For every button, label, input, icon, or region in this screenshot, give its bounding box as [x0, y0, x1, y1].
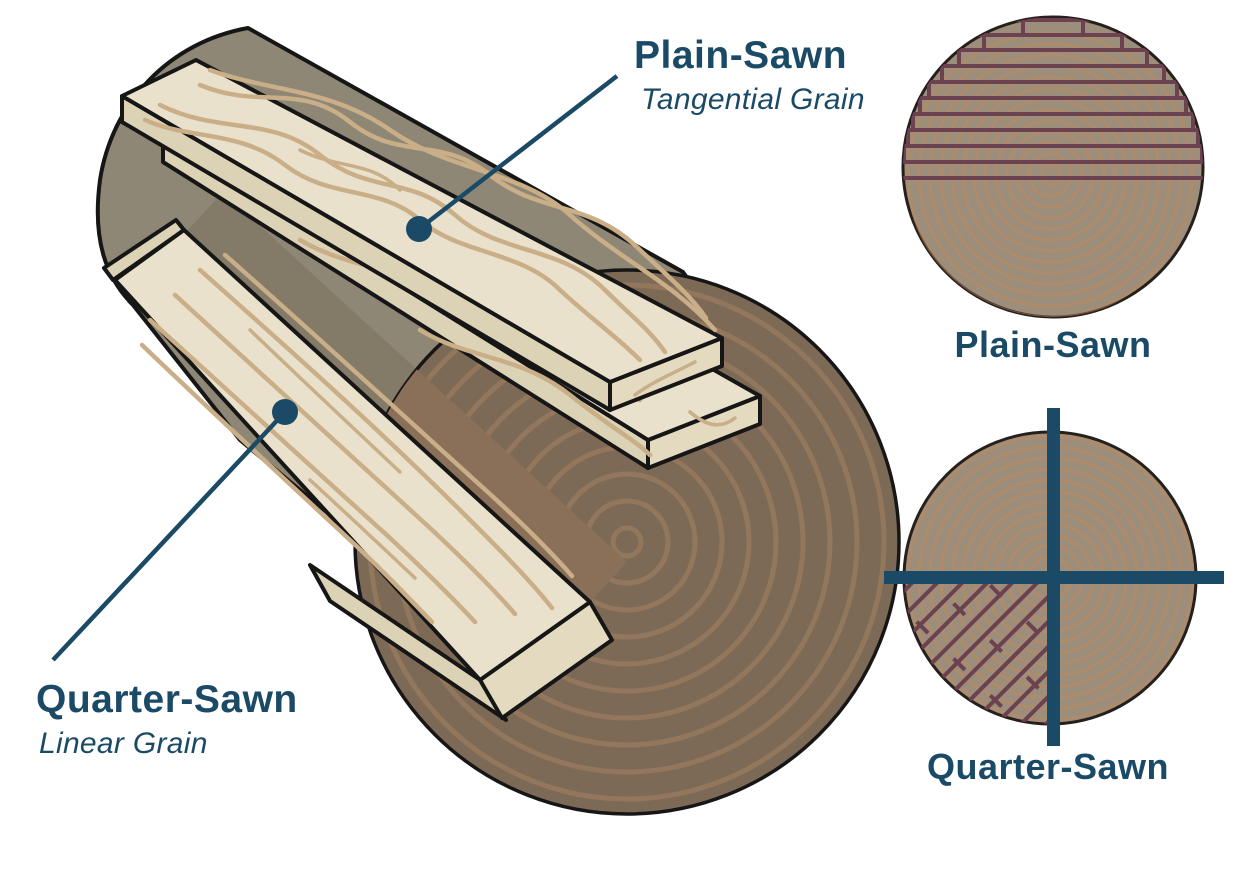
quarter-cross-lines	[884, 408, 1224, 746]
cut-shelf	[355, 270, 627, 602]
plain-sawn-leader-dot	[406, 216, 432, 242]
quarter-sawn-cross-section-label: Quarter-Sawn	[926, 746, 1170, 787]
quarter-sawn-leader	[51, 399, 298, 662]
quarter-sawn-board	[102, 218, 614, 722]
quarter-sawn-cross-section	[884, 408, 1224, 746]
plain-sawn-cross-section-label: Plain-Sawn	[954, 324, 1152, 365]
plain-sawn-log-label: Plain-Sawn	[634, 34, 848, 77]
plain-sawn-log-sublabel: Tangential Grain	[641, 83, 865, 116]
quarter-sawn-log-label: Quarter-Sawn	[36, 678, 298, 721]
plain-sawn-cross-section	[901, 15, 1205, 319]
quarter-sawn-log-sublabel: Linear Grain	[39, 727, 208, 760]
quarter-sawn-leader-dot	[272, 399, 298, 425]
plain-sawn-leader	[406, 74, 619, 242]
